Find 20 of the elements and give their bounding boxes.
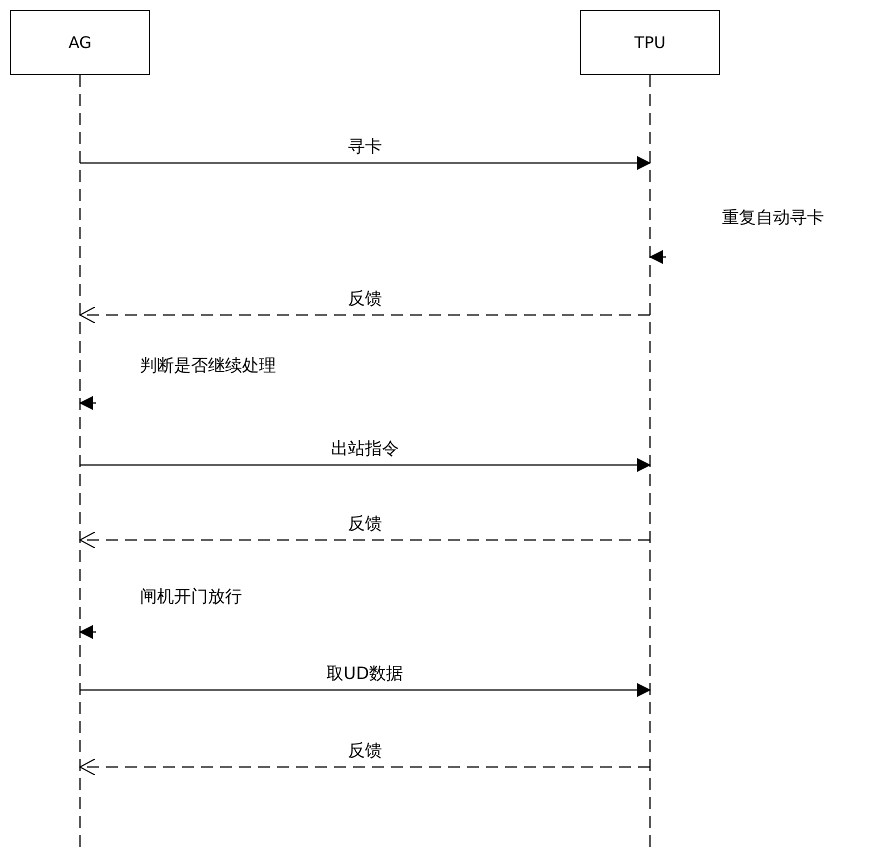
self-message-arrow bbox=[79, 396, 96, 410]
message-arrow bbox=[79, 306, 650, 324]
edge-label: 重复自动寻卡 bbox=[722, 208, 824, 228]
self-message-arrow bbox=[649, 250, 666, 264]
message-arrow bbox=[79, 531, 650, 549]
message-arrow bbox=[79, 758, 650, 776]
self-message-arrow bbox=[79, 625, 96, 639]
edge-label: 出站指令 bbox=[331, 439, 399, 460]
edge-label: 反馈 bbox=[348, 289, 382, 310]
edge-label: 判断是否继续处理 bbox=[140, 356, 276, 376]
message-arrow bbox=[80, 683, 651, 697]
edge-label: 反馈 bbox=[348, 514, 382, 534]
edge-label: 取UD数据 bbox=[326, 664, 404, 684]
edge-label: 闸机开门放行 bbox=[140, 587, 242, 608]
edge-label: 寻卡 bbox=[348, 137, 382, 158]
message-arrow bbox=[80, 458, 651, 472]
message-arrow bbox=[80, 156, 651, 170]
edge-label: 反馈 bbox=[348, 741, 382, 762]
participant-box: AG bbox=[10, 10, 150, 75]
participant-box: TPU bbox=[580, 10, 720, 75]
